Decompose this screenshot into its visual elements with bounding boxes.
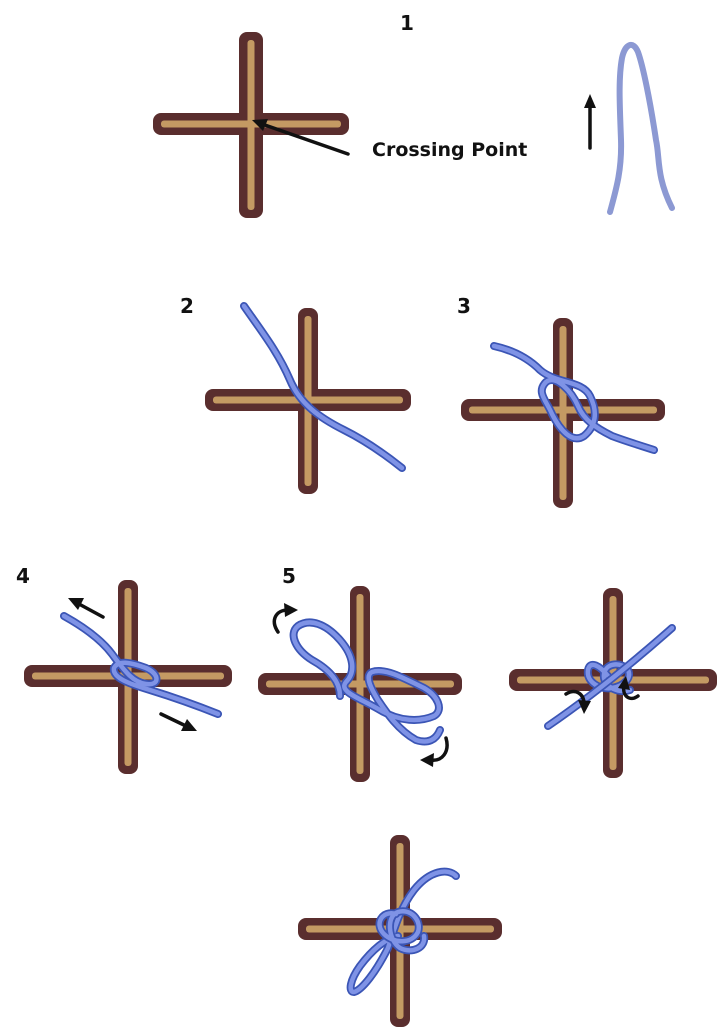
step-6 bbox=[509, 588, 717, 778]
step-2-rope bbox=[240, 302, 406, 472]
step-4-number: 4 bbox=[16, 564, 30, 588]
pull-down-right-arrow-icon bbox=[159, 712, 197, 731]
step-6-cross bbox=[509, 588, 717, 778]
step-2-number: 2 bbox=[180, 294, 194, 318]
pull-up-left-arrow-icon bbox=[68, 598, 105, 619]
step-7 bbox=[298, 835, 502, 1027]
step-7-cross bbox=[298, 835, 502, 1027]
step-5-rope bbox=[289, 618, 444, 746]
step-3: 3 bbox=[457, 294, 665, 508]
up-arrow-icon bbox=[584, 94, 596, 150]
step-4: 4 bbox=[16, 564, 232, 774]
step-1-number: 1 bbox=[400, 11, 414, 35]
step-1: 1 Crossing Point bbox=[153, 11, 675, 218]
step-3-number: 3 bbox=[457, 294, 471, 318]
twist-arrow-bottom-icon bbox=[420, 736, 449, 767]
step-5-cross bbox=[258, 586, 462, 782]
crossing-point-pointer bbox=[252, 119, 350, 156]
step-5-number: 5 bbox=[282, 564, 296, 588]
twist-arrow-top-icon bbox=[272, 603, 298, 634]
step-1-cross bbox=[153, 32, 349, 218]
step-4-rope bbox=[60, 612, 222, 718]
step-3-cross bbox=[461, 318, 665, 508]
step-5: 5 bbox=[258, 564, 462, 782]
crossing-point-label: Crossing Point bbox=[372, 139, 527, 161]
rope-bight bbox=[607, 41, 675, 215]
step-3-rope bbox=[490, 342, 658, 454]
step-2: 2 bbox=[180, 294, 411, 494]
step-7-rope bbox=[346, 867, 460, 996]
twist-arrow-left-icon bbox=[564, 689, 591, 714]
twist-arrow-right-icon bbox=[618, 676, 640, 701]
